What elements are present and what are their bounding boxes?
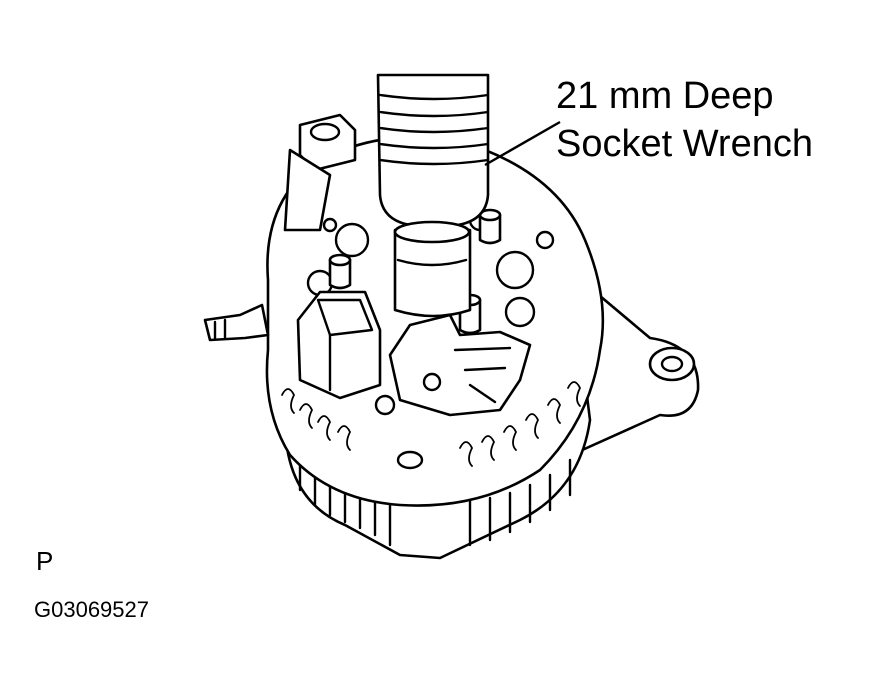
wire-connector [203, 290, 382, 400]
view-letter: P [36, 546, 54, 576]
socket-wrench-callout: 21 mm Deep Socket Wrench [556, 72, 813, 168]
callout-line-2: Socket Wrench [556, 123, 813, 165]
terminal-bolt [283, 113, 357, 232]
figure-id: G03069527 [34, 597, 149, 622]
callout-line-1: 21 mm Deep [556, 75, 774, 117]
callout-leader-line [484, 120, 561, 167]
regulator-plate [388, 313, 532, 417]
deep-socket-wrench[interactable] [376, 73, 490, 318]
